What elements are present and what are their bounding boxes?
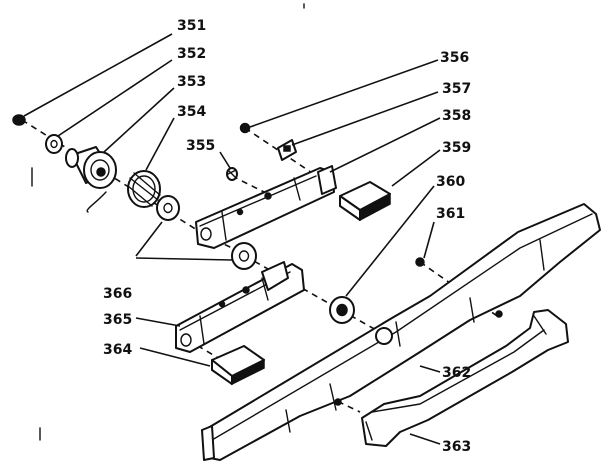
part-357-clip — [277, 139, 297, 161]
part-354-coil-ring — [127, 170, 161, 208]
part-364-slider-pad — [211, 345, 265, 386]
label-362: 362 — [442, 365, 471, 381]
part-number-labels: 351 352 353 354 355 356 357 358 359 360 … — [103, 18, 471, 455]
label-364: 364 — [103, 342, 132, 358]
part-363-handle-grip — [361, 309, 569, 447]
part-360-pivot-pin — [329, 296, 355, 324]
part-356-screw — [239, 122, 251, 134]
label-360: 360 — [436, 174, 465, 190]
part-361-screw — [415, 257, 425, 267]
label-361: 361 — [436, 206, 465, 222]
scan-artifacts — [31, 3, 305, 441]
label-352: 352 — [177, 46, 206, 62]
label-356: 356 — [440, 50, 469, 66]
label-363: 363 — [442, 439, 471, 455]
part-362-handle-rail — [201, 203, 601, 461]
label-358: 358 — [442, 108, 471, 124]
part-359-slider-pad — [339, 181, 391, 222]
label-354: 354 — [177, 104, 206, 120]
part-366-washer-upper — [156, 195, 180, 221]
label-359: 359 — [442, 140, 471, 156]
part-352-washer — [45, 134, 63, 154]
label-351: 351 — [177, 18, 206, 34]
part-353-hub — [65, 146, 117, 213]
label-355: 355 — [186, 138, 215, 154]
label-365: 365 — [103, 312, 132, 328]
part-365-lower-bracket — [175, 261, 305, 353]
part-upper-lever-bracket — [195, 165, 337, 249]
part-351-screw — [12, 114, 26, 126]
label-357: 357 — [442, 81, 471, 97]
leader-lines — [23, 33, 441, 445]
label-353: 353 — [177, 74, 206, 90]
label-366: 366 — [103, 286, 132, 302]
part-355-small-spring — [226, 167, 238, 181]
part-366-washer-lower — [231, 242, 257, 270]
